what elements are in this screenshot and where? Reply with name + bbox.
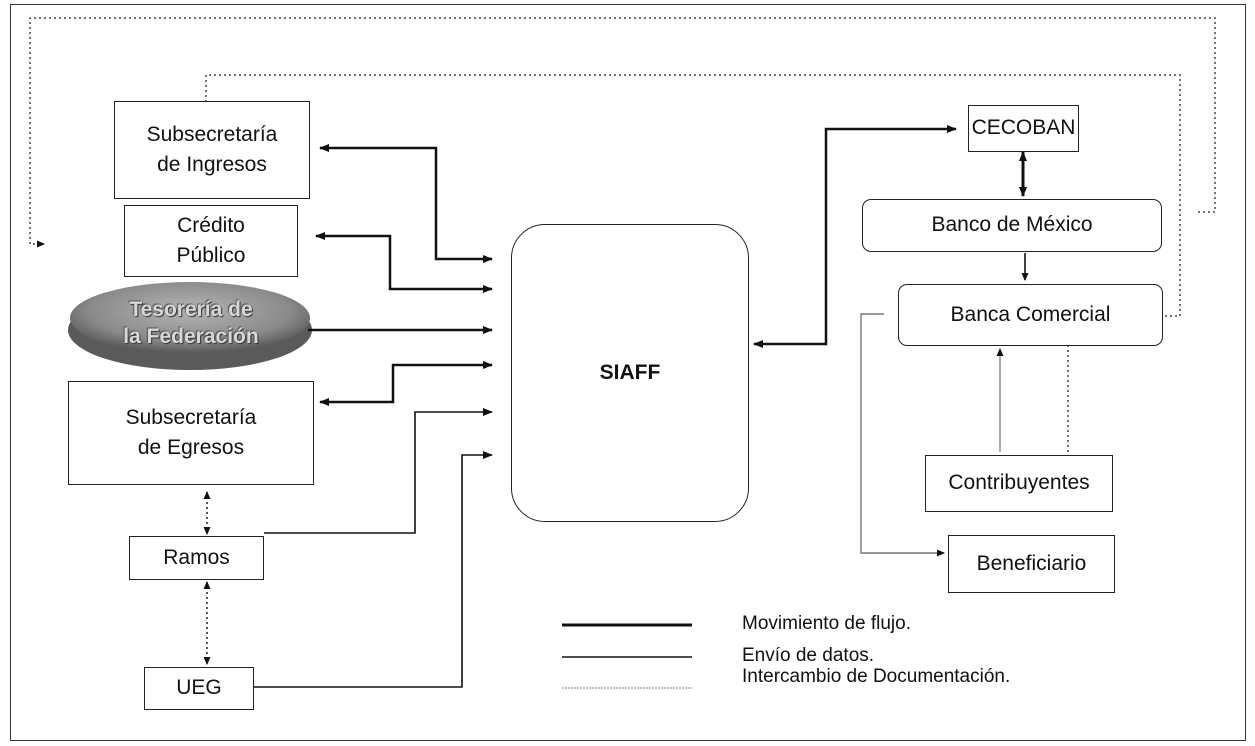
node-ueg-label: UEG <box>176 676 222 700</box>
flow-ingresos-siaff <box>319 144 493 263</box>
node-tesoreria-label: Tesorería de la Federación <box>123 298 259 349</box>
node-cecoban-label: CECOBAN <box>971 116 1076 140</box>
legend-label-docs: Intercambio de Documentación. <box>742 666 1011 687</box>
data-banca-beneficiario <box>860 313 945 557</box>
dotted-loop-inner <box>202 74 1181 317</box>
legend-label-flow: Movimiento de flujo. <box>742 613 911 634</box>
flow-credito-siaff <box>315 232 493 293</box>
node-subsecretaria-egresos: Subsecretaría de Egresos <box>68 381 314 485</box>
diagram-frame <box>10 4 1246 741</box>
node-ramos-label: Ramos <box>163 545 230 569</box>
flow-siaff-cecoban <box>753 125 957 348</box>
flow-egresos-siaff <box>319 361 493 406</box>
node-cecoban: CECOBAN <box>968 105 1079 152</box>
node-ramos: Ramos <box>129 536 264 580</box>
node-credito-publico-label: Crédito Público <box>176 213 246 267</box>
node-credito-publico: Crédito Público <box>124 205 298 277</box>
node-beneficiario: Beneficiario <box>948 535 1115 593</box>
data-ramos-siaff <box>264 408 493 534</box>
node-contribuyentes: Contribuyentes <box>925 455 1113 512</box>
data-ueg-siaff <box>254 451 493 688</box>
node-banco-mexico-label: Banco de México <box>931 213 1093 237</box>
node-subsecretaria-ingresos-label: Subsecretaría de Ingresos <box>146 122 278 176</box>
node-siaff: SIAFF <box>511 224 749 522</box>
node-subsecretaria-ingresos: Subsecretaría de Ingresos <box>114 101 310 199</box>
node-beneficiario-label: Beneficiario <box>976 551 1087 575</box>
node-banca-comercial: Banca Comercial <box>898 284 1163 346</box>
legend-label-data: Envío de datos. <box>742 645 875 666</box>
node-contribuyentes-label: Contribuyentes <box>948 471 1090 495</box>
node-ueg: UEG <box>144 667 254 710</box>
node-banco-mexico: Banco de México <box>862 199 1162 252</box>
node-subsecretaria-egresos-label: Subsecretaría de Egresos <box>125 405 257 459</box>
tesoreria-shape <box>68 282 312 370</box>
node-banca-comercial-label: Banca Comercial <box>950 302 1111 326</box>
node-siaff-label: SIAFF <box>599 360 661 384</box>
